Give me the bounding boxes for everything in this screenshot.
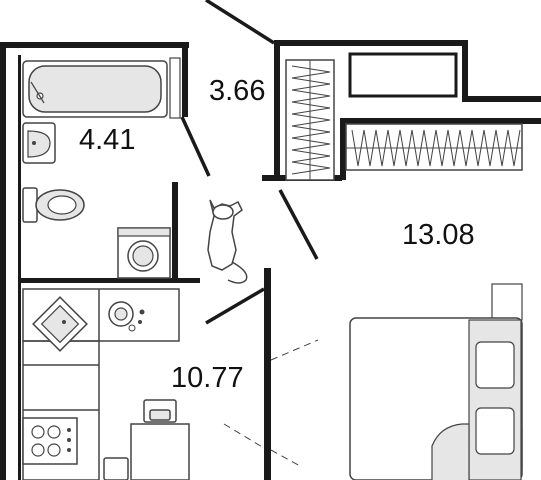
toilet-icon	[22, 187, 85, 223]
wardrobe-icon	[285, 59, 335, 181]
walls	[0, 40, 541, 480]
hall-wall-left	[274, 40, 280, 180]
kitchen-counter	[22, 288, 180, 480]
bathroom-area-label: 4.41	[79, 124, 136, 156]
kitchen-wall-left-inner	[18, 283, 21, 480]
bathroom-wall-left-inner	[18, 55, 21, 280]
washing-machine-icon	[117, 227, 171, 279]
cat-icon	[207, 199, 248, 284]
dishwasher-icon	[108, 301, 145, 332]
bathroom-door-line	[180, 116, 211, 177]
zone-dashes	[223, 339, 319, 467]
sink-icon	[22, 122, 56, 164]
outer-wall-right-step	[468, 96, 541, 102]
kitchen-door-line	[205, 287, 265, 325]
bathroom-shelf	[169, 57, 181, 119]
outer-wall-left	[0, 42, 6, 480]
balcony-window	[348, 52, 458, 98]
outer-wall-top-left	[0, 42, 189, 48]
stove-icon	[22, 417, 78, 465]
room-wall-left-stub	[340, 118, 346, 180]
bathroom-wall-right	[182, 42, 188, 117]
bathroom-partition	[172, 182, 178, 282]
room-wall-top	[340, 118, 541, 124]
bed-icon	[349, 283, 523, 480]
outer-wall-top-right	[274, 40, 468, 46]
dining-set-icon	[103, 399, 190, 480]
entrance-door-line	[205, 0, 275, 45]
living-room-area-label: 13.08	[402, 219, 475, 251]
hall-door-line	[278, 189, 319, 260]
room-wardrobe-icon	[345, 123, 523, 171]
outer-wall-right-upper	[462, 40, 468, 102]
door-lines	[180, 0, 319, 325]
room-kitchen-partition	[264, 268, 271, 480]
kitchen-sink-icon	[32, 296, 88, 352]
hallway-area-label: 3.66	[209, 75, 266, 107]
bathroom-wall-bottom	[18, 278, 200, 283]
bathtub-icon	[22, 60, 168, 118]
kitchen-area-label: 10.77	[171, 362, 244, 394]
